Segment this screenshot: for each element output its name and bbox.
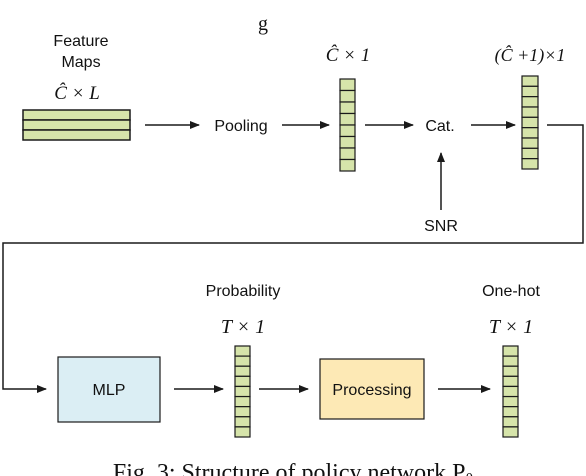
vector-cell <box>521 137 539 149</box>
vector-cell <box>502 426 519 438</box>
onehot-label: One-hot <box>482 283 540 300</box>
vector-cell <box>339 124 356 138</box>
processing-box <box>319 358 425 420</box>
vector-cell <box>521 96 539 108</box>
vector-cell <box>521 127 539 139</box>
vector-cell <box>234 385 251 398</box>
vector-cell <box>502 406 519 418</box>
vector-cell <box>339 135 356 149</box>
vector-cell <box>234 416 251 428</box>
vector-cell <box>234 365 251 377</box>
vector-cell <box>339 78 356 92</box>
concat-vector <box>521 75 539 170</box>
feature-maps-dim: Ĉ × L <box>54 82 100 104</box>
mlp-label: MLP <box>93 382 126 399</box>
vector-cell <box>339 101 356 115</box>
probability-dim: T × 1 <box>221 316 265 338</box>
header-fragment: g <box>258 13 268 35</box>
vector-cell <box>502 416 519 428</box>
vector-cell <box>521 158 539 170</box>
vector-cell <box>502 375 519 388</box>
feature-maps-label-line1: Feature <box>53 33 108 50</box>
vector-cell <box>234 406 251 418</box>
vector-cell <box>234 355 251 367</box>
pooled-vector <box>339 78 356 172</box>
vector-cell <box>502 395 519 408</box>
mlp-box <box>57 356 161 423</box>
caption-subscript: θ <box>465 471 473 476</box>
probability-vector <box>234 345 251 438</box>
caption-main: Fig. 3: Structure of policy network P <box>113 460 466 476</box>
vector-cell <box>521 147 539 160</box>
vector-cell <box>339 89 356 103</box>
vector-cell <box>521 106 539 118</box>
processing-label: Processing <box>332 382 411 399</box>
vector-cell <box>234 426 251 438</box>
onehot-dim: T × 1 <box>489 316 533 338</box>
pooling-label: Pooling <box>214 118 267 135</box>
pooled-vector-dim: Ĉ × 1 <box>326 44 371 66</box>
snr-label: SNR <box>424 218 458 235</box>
vector-cell <box>234 395 251 408</box>
vector-cell <box>234 375 251 388</box>
feature-maps-block <box>22 109 131 141</box>
cat-label: Cat. <box>425 118 454 135</box>
vector-cell <box>502 385 519 398</box>
onehot-vector <box>502 345 519 438</box>
vector-cell <box>339 112 356 126</box>
vector-cell <box>502 365 519 377</box>
vector-cell <box>339 158 356 172</box>
vector-cell <box>502 345 519 357</box>
probability-label: Probability <box>206 283 281 300</box>
vector-cell <box>521 85 539 98</box>
vector-cell <box>521 116 539 129</box>
vector-cell <box>521 75 539 87</box>
vector-cell <box>339 147 356 161</box>
vector-cell <box>502 355 519 367</box>
connector-to-mlp <box>2 124 584 393</box>
concat-vector-dim: (Ĉ +1)×1 <box>495 44 566 66</box>
vector-cell <box>234 345 251 357</box>
figure-caption: Fig. 3: Structure of policy network Pθ <box>113 460 473 476</box>
feature-maps-label-line2: Maps <box>61 54 100 71</box>
